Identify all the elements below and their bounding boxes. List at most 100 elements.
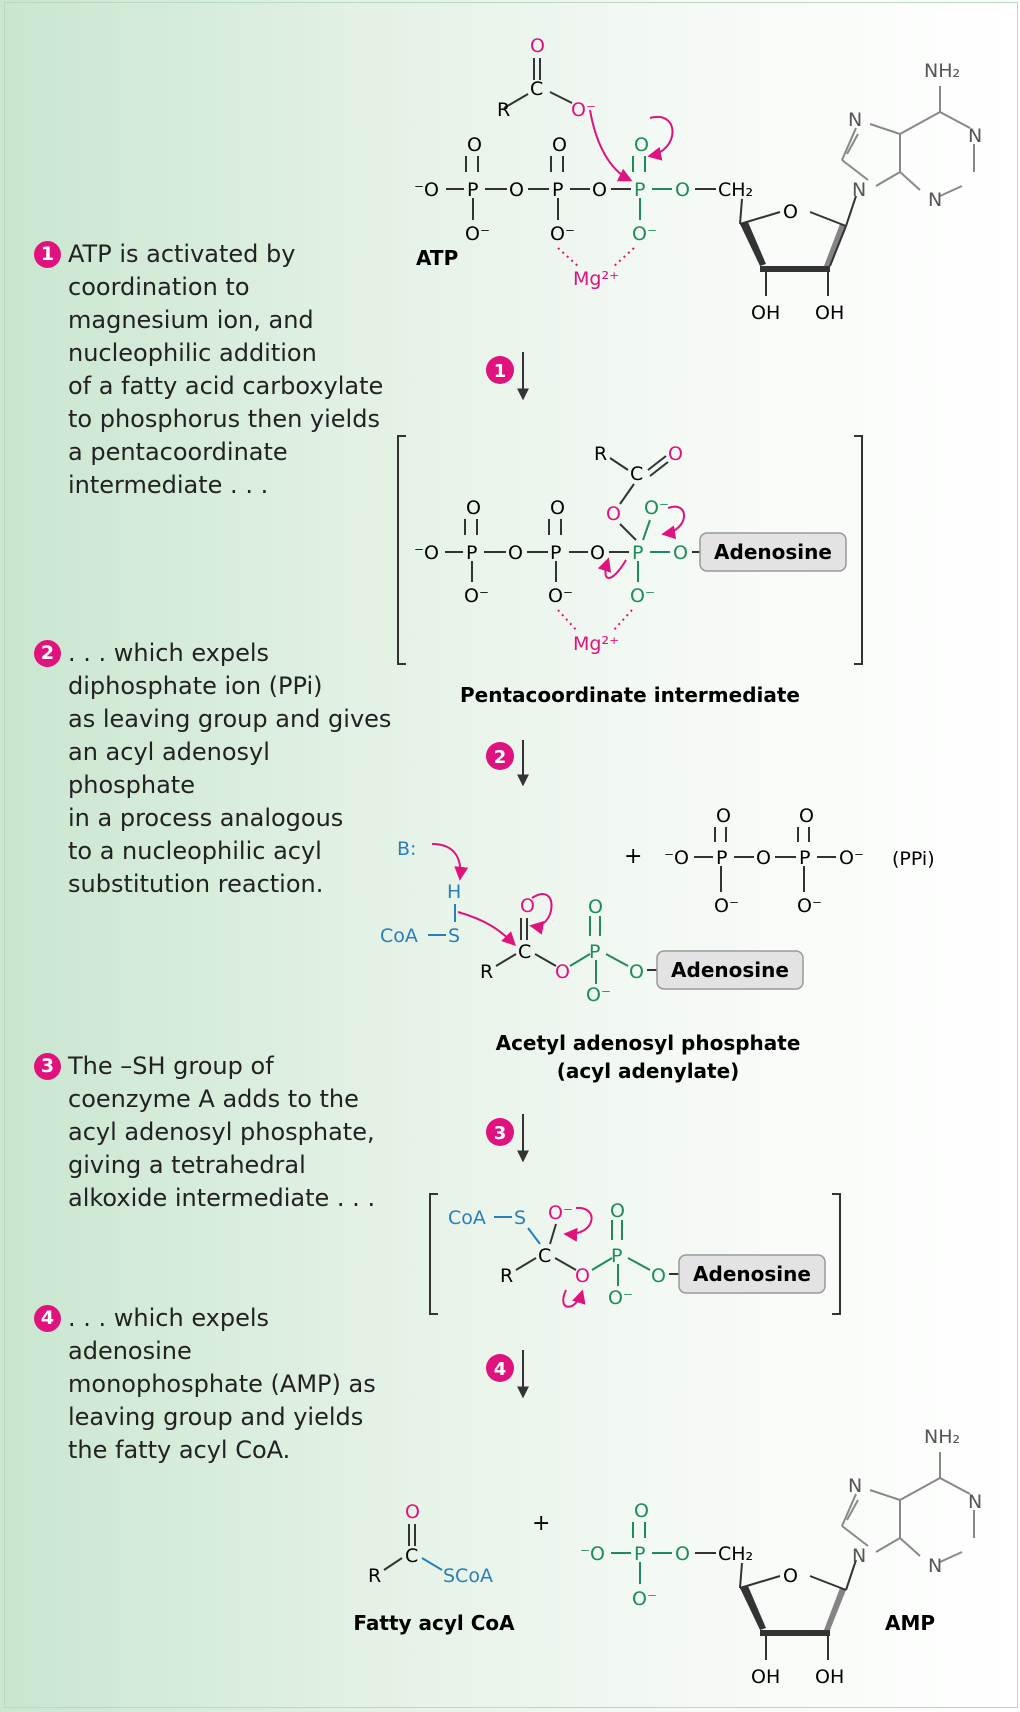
step-1-badge: 1	[34, 241, 61, 268]
pi-alpha-p: P	[632, 542, 643, 564]
ppi-top-o1: O	[716, 805, 731, 827]
pi-carbon: C	[630, 463, 643, 485]
ti-s: S	[514, 1207, 526, 1229]
step-2-badge: 2	[34, 640, 61, 667]
aa-carbon: C	[518, 941, 531, 963]
fatty-acyl-coa-title: Fatty acyl CoA	[353, 1611, 515, 1635]
beta-top-oxygen: O	[552, 134, 567, 156]
arrow-3-badge: 3	[494, 1123, 507, 1144]
pi-apical-o: O⁻	[644, 497, 669, 519]
aa-phosphorus: P	[589, 941, 600, 963]
hydroxyl-2-label: OH	[751, 302, 780, 324]
alpha-phosphorus-label: P	[634, 179, 645, 201]
reaction-arrow-4: 4	[486, 1350, 529, 1399]
ppi-terminal-o2: O⁻	[839, 847, 864, 869]
bridge-oxygen-1-label: O	[509, 179, 524, 201]
tetrahedral-intermediate-structure: CoA S O⁻ C R O P O O⁻ O Ade	[429, 1193, 841, 1315]
pi-ester-o: O	[673, 542, 688, 564]
ti-r-group: R	[500, 1265, 513, 1287]
adenine-n3: N	[928, 189, 942, 211]
aa-adenosine-box: Adenosine	[671, 958, 789, 982]
ti-alkoxide-o: O⁻	[548, 1202, 573, 1224]
pi-bridge-o1: O	[508, 542, 523, 564]
step-4-badge: 4	[34, 1305, 61, 1332]
ppi-top-o2: O	[799, 805, 814, 827]
thiol-h-label: H	[447, 881, 461, 903]
aa-carbonyl-o: O	[520, 895, 535, 917]
ppi-bottom-o1: O⁻	[714, 895, 739, 917]
thiol-s-label: S	[448, 925, 460, 947]
magnesium-ion-label: Mg²⁺	[573, 268, 619, 290]
step-2-description: 2 . . . which expels diphosphate ion (PP…	[34, 637, 394, 901]
amp-top-o: O	[634, 1500, 649, 1522]
aa-bridging-o: O	[555, 961, 570, 983]
acyl-adenylate-title-1: Acetyl adenosyl phosphate	[496, 1031, 801, 1055]
fatty-acyl-coa-structure: O C R SCoA Fatty acyl CoA	[353, 1501, 515, 1635]
amp-hydroxyl-2: OH	[751, 1666, 780, 1688]
amp-adenine-n9: N	[852, 1545, 866, 1567]
step-1-text: ATP is activated by coordination to magn…	[68, 240, 384, 499]
arrow-4-badge: 4	[494, 1359, 507, 1380]
ribose-oxygen-label: O	[783, 201, 798, 223]
pi-adenosine-box: Adenosine	[714, 540, 832, 564]
atp-title: ATP	[416, 246, 458, 270]
aa-ester-o: O	[629, 961, 644, 983]
amp-adenine-n7: N	[848, 1475, 862, 1497]
amp-structure: ⁻O P O O⁻ O CH₂ O	[580, 1426, 982, 1688]
amp-adenine-amino: NH₂	[924, 1426, 960, 1448]
acyl-adenylate-structure: B: H CoA S C O R O P O O⁻	[380, 805, 935, 1083]
pi-carbonyl-o: O	[668, 443, 683, 465]
step-1-description: 1 ATP is activated by coordination to ma…	[34, 238, 394, 502]
bridge-oxygen-2-label: O	[592, 179, 607, 201]
ti-coa: CoA	[448, 1207, 486, 1229]
adenine-n1: N	[968, 125, 982, 147]
reaction-arrow-3: 3	[486, 1114, 529, 1163]
adenine-n9: N	[852, 179, 866, 201]
step-4-description: 4 . . . which expels adenosine monophosp…	[34, 1302, 394, 1467]
amp-ribose-o: O	[783, 1565, 798, 1587]
adenine-amino: NH₂	[924, 60, 960, 82]
step-3-text: The –SH group of coenzyme A adds to the …	[68, 1052, 376, 1212]
gamma-bottom-oxygen: O⁻	[465, 223, 490, 245]
acyl-adenylate-title-2: (acyl adenylate)	[557, 1059, 740, 1083]
step-3-description: 3 The –SH group of coenzyme A adds to th…	[34, 1050, 394, 1215]
gamma-top-oxygen: O	[467, 134, 482, 156]
amp-adenine-n1: N	[968, 1491, 982, 1513]
pi-bridging-o: O	[606, 503, 621, 525]
figure-panel	[4, 2, 1018, 1708]
pentacoordinate-structure: R C O O O⁻ ⁻O P O P O P O O O O⁻ O⁻ O⁻	[397, 435, 863, 707]
reaction-arrow-1: 1	[486, 352, 529, 401]
ppi-terminal-o1: ⁻O	[664, 847, 689, 869]
ti-carbon: C	[538, 1245, 551, 1267]
ppi-bridge-o: O	[756, 847, 771, 869]
aa-r-group: R	[480, 961, 493, 983]
adenine-n7: N	[848, 109, 862, 131]
plus-sign-2: +	[532, 1511, 550, 1536]
ppi-bottom-o2: O⁻	[797, 895, 822, 917]
step-2-text: . . . which expels diphosphate ion (PPi)…	[68, 639, 392, 898]
pi-r-group: R	[594, 443, 607, 465]
ch2-label: CH₂	[718, 179, 753, 201]
alpha-top-oxygen: O	[634, 134, 649, 156]
ti-phosphorus: P	[611, 1245, 622, 1267]
amp-ester-o: O	[675, 1543, 690, 1565]
pi-magnesium: Mg²⁺	[573, 633, 619, 655]
fac-carbonyl-o: O	[405, 1501, 420, 1523]
ester-oxygen-label: O	[675, 179, 690, 201]
arrow-2-badge: 2	[494, 747, 507, 768]
pi-bridge-o2: O	[590, 542, 605, 564]
amp-terminal-o: ⁻O	[580, 1543, 605, 1565]
amp-ch2: CH₂	[718, 1543, 753, 1565]
plus-sign-1: +	[624, 844, 642, 869]
carboxylate-oxygen-label: O⁻	[571, 99, 596, 121]
ppi-p2: P	[799, 847, 810, 869]
amp-phosphorus: P	[634, 1543, 645, 1565]
fac-r-group: R	[368, 1565, 381, 1587]
pi-beta-bottom-o: O⁻	[548, 585, 573, 607]
amp-bottom-o: O⁻	[632, 1588, 657, 1610]
aa-bottom-o: O⁻	[586, 984, 611, 1006]
step-4-text: . . . which expels adenosine monophospha…	[68, 1304, 376, 1464]
aa-top-o: O	[588, 896, 603, 918]
ppi-p1: P	[716, 847, 727, 869]
